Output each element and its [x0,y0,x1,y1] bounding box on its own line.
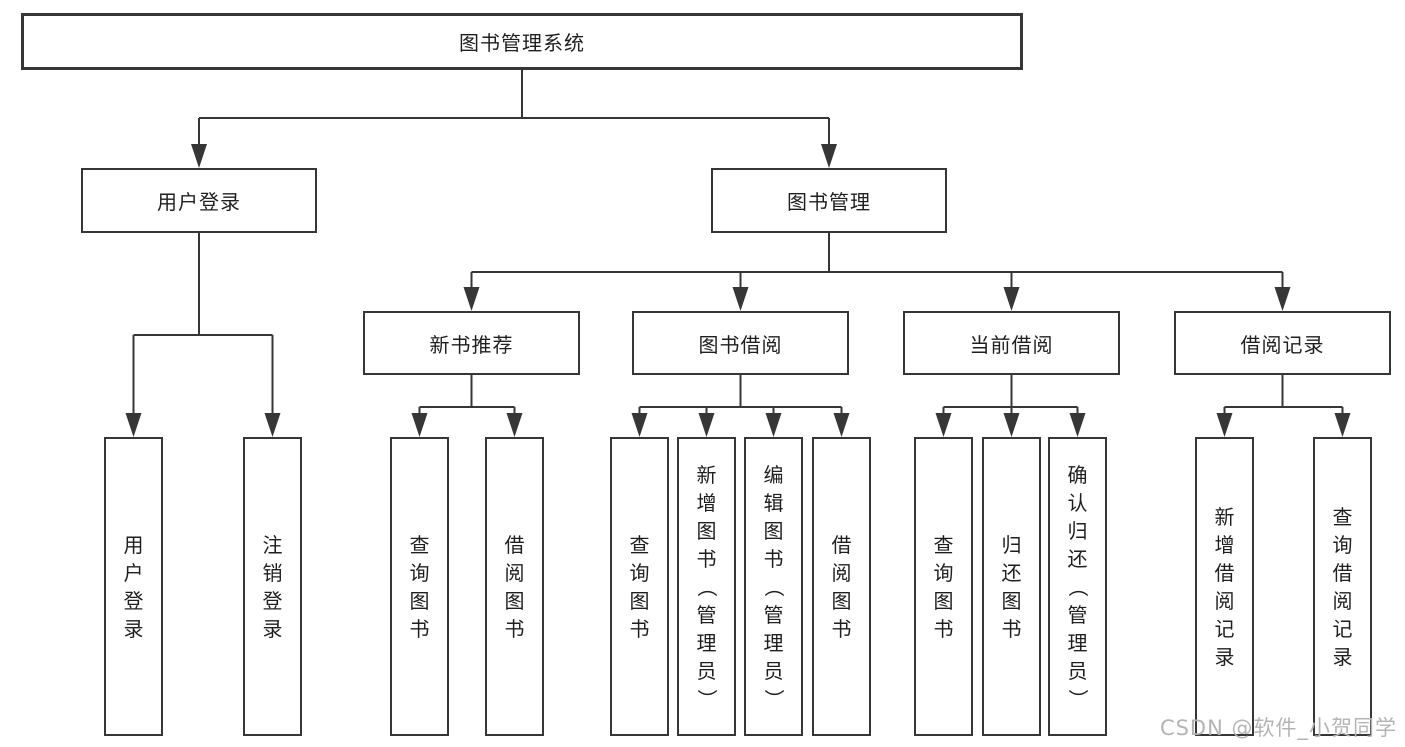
leaf-query-books-recommend: 查询图书 [390,437,449,736]
node-user-login: 用户登录 [81,168,317,233]
leaf-borrow-books-recommend-label: 借阅图书 [504,532,525,641]
leaf-query-books-recommend-label: 查询图书 [409,532,430,641]
node-new-book-recommend: 新书推荐 [363,311,580,375]
leaf-add-borrow-record-label: 新增借阅记录 [1214,504,1235,669]
leaf-query-books-current: 查询图书 [914,437,973,736]
leaf-borrow-books-borrowing-label: 借阅图书 [831,532,852,641]
leaf-query-books-borrowing-label: 查询图书 [629,532,650,641]
leaf-add-borrow-record: 新增借阅记录 [1195,437,1254,736]
leaf-borrow-books-borrowing: 借阅图书 [812,437,871,736]
leaf-borrow-books-recommend: 借阅图书 [485,437,544,736]
leaf-logout: 注销登录 [243,437,302,736]
node-book-borrowing: 图书借阅 [632,311,849,375]
leaf-return-books-label: 归还图书 [1001,532,1022,641]
node-root: 图书管理系统 [21,13,1023,70]
leaf-add-books-admin-label: 新增图书（管理员） [694,462,719,709]
leaf-edit-books-admin-label: 编辑图书（管理员） [761,462,786,709]
watermark-text: CSDN @软件_小贺同学 [1159,716,1397,740]
leaf-query-books-current-label: 查询图书 [933,532,954,641]
leaf-add-books-admin: 新增图书（管理员） [677,437,736,736]
node-current-borrowing: 当前借阅 [903,311,1120,375]
arrowheads [125,144,1351,437]
leaf-return-books: 归还图书 [982,437,1041,736]
leaf-confirm-return-admin: 确认归还（管理员） [1048,437,1107,736]
leaf-edit-books-admin: 编辑图书（管理员） [744,437,803,736]
leaf-query-borrow-record-label: 查询借阅记录 [1332,504,1353,669]
node-book-management: 图书管理 [711,168,947,233]
leaf-confirm-return-admin-label: 确认归还（管理员） [1065,462,1090,709]
node-borrowing-records: 借阅记录 [1174,311,1391,375]
leaf-query-books-borrowing: 查询图书 [610,437,669,736]
leaf-user-login-label: 用户登录 [123,532,144,641]
leaf-logout-label: 注销登录 [262,532,283,641]
leaf-query-borrow-record: 查询借阅记录 [1313,437,1372,736]
leaf-user-login: 用户登录 [104,437,163,736]
